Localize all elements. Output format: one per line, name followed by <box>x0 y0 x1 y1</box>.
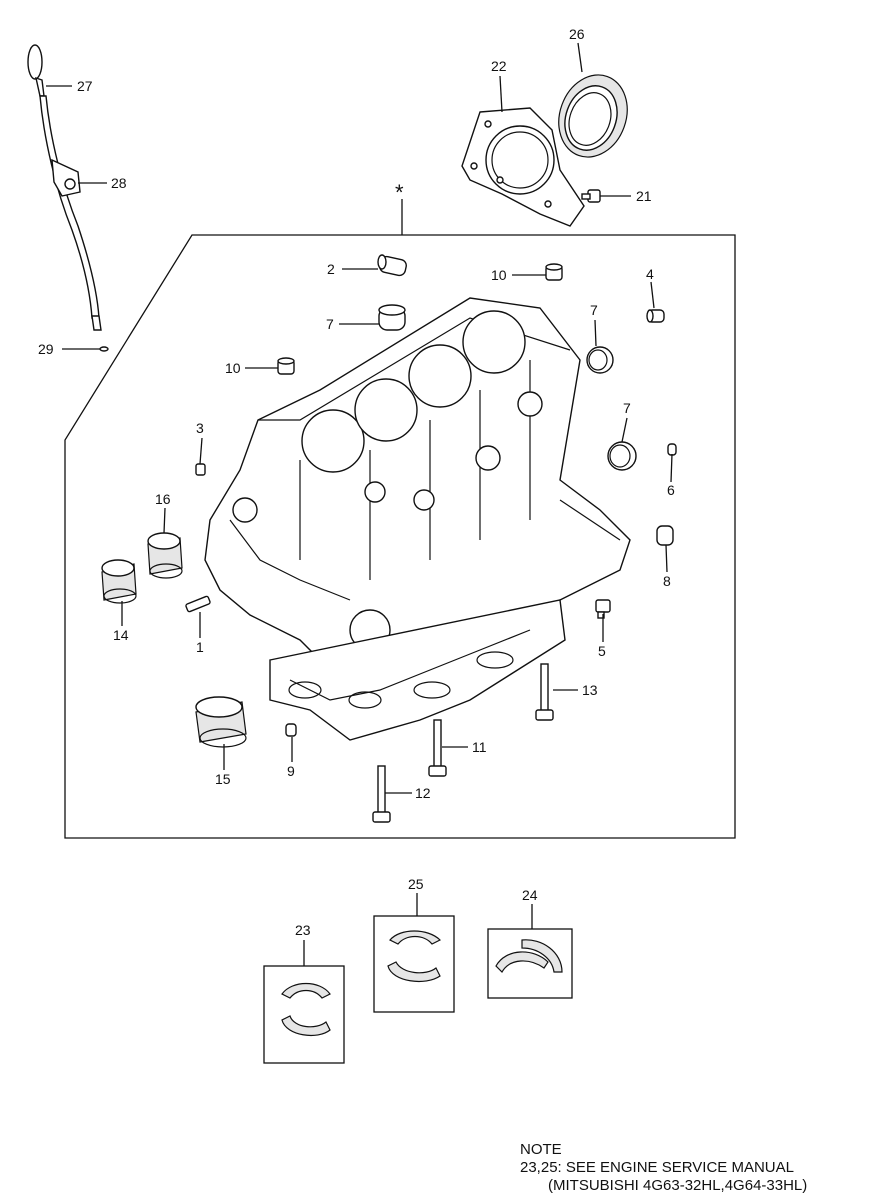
rear-oil-seal-case <box>461 107 585 227</box>
callout-24: 24 <box>522 887 538 903</box>
bearing-box-23 <box>263 940 345 1064</box>
callout-29: 29 <box>38 341 54 357</box>
callout-11: 11 <box>472 739 487 755</box>
cylinder-block <box>204 297 631 701</box>
callout-27: 27 <box>77 78 93 94</box>
plug-part-2 <box>377 254 407 277</box>
oil-pan-rail <box>269 599 566 741</box>
callout-8: 8 <box>663 573 671 589</box>
dipstick-o-ring <box>99 346 109 352</box>
dowel-part-9 <box>285 723 297 737</box>
callout-13: 13 <box>582 682 598 698</box>
callout-1: 1 <box>196 639 204 655</box>
callout-22: 22 <box>491 58 507 74</box>
service-note: NOTE 23,25: SEE ENGINE SERVICE MANUAL (M… <box>520 1141 807 1195</box>
plug-part-4 <box>646 309 665 323</box>
callout-7-lower: 7 <box>623 400 631 416</box>
note-line-2: (MITSUBISHI 4G63-32HL,4G64-33HL) <box>548 1177 808 1194</box>
callout-14: 14 <box>113 627 129 643</box>
plug-part-3 <box>195 463 206 476</box>
bolt-part-12 <box>372 765 391 823</box>
callout-7-left: 7 <box>326 316 334 332</box>
bolt-part-11 <box>428 719 447 777</box>
callout-6: 6 <box>667 482 675 498</box>
block-assembly-frame <box>64 234 736 839</box>
stud-part-1 <box>185 595 211 613</box>
bushing-part-16 <box>147 532 183 579</box>
rear-oil-seal <box>558 74 628 158</box>
callout-10-left: 10 <box>225 360 241 376</box>
cap-part-10a <box>545 263 563 281</box>
callout-3: 3 <box>196 420 204 436</box>
callout-2: 2 <box>327 261 335 277</box>
cap-part-10b <box>277 357 295 375</box>
callout-12: 12 <box>415 785 431 801</box>
asterisk-marker: * <box>395 180 404 205</box>
callout-16: 16 <box>155 491 171 507</box>
expansion-plug-7a <box>378 304 406 331</box>
note-heading: NOTE <box>520 1141 562 1158</box>
bushing-part-15 <box>195 696 247 748</box>
callout-9: 9 <box>287 763 295 779</box>
callout-5: 5 <box>598 643 606 659</box>
bolt-part-5 <box>595 599 611 619</box>
pin-part-6 <box>667 443 677 456</box>
callout-28: 28 <box>111 175 127 191</box>
bolt-part-13 <box>535 663 554 721</box>
dowel-part-8 <box>656 525 674 546</box>
callout-23: 23 <box>295 922 311 938</box>
callout-4: 4 <box>646 266 654 282</box>
thrust-washer-box-24 <box>487 904 573 999</box>
callout-labels: 27 28 29 22 26 21 * 2 10 4 7 7 10 7 3 6 … <box>38 26 675 938</box>
callout-21: 21 <box>636 188 652 204</box>
seal-case-bolt <box>581 189 601 203</box>
callout-26: 26 <box>569 26 585 42</box>
callout-7-right: 7 <box>590 302 598 318</box>
expansion-plug-7b <box>586 346 614 374</box>
bushing-part-14 <box>101 559 137 604</box>
callout-25: 25 <box>408 876 424 892</box>
dipstick-guide-bracket <box>51 158 81 197</box>
leader-lines <box>46 42 673 794</box>
bearing-box-25 <box>373 893 455 1013</box>
callout-15: 15 <box>215 771 231 787</box>
note-line-1: 23,25: SEE ENGINE SERVICE MANUAL <box>520 1159 794 1176</box>
callout-10-top: 10 <box>491 267 507 283</box>
expansion-plug-7c <box>607 441 637 471</box>
